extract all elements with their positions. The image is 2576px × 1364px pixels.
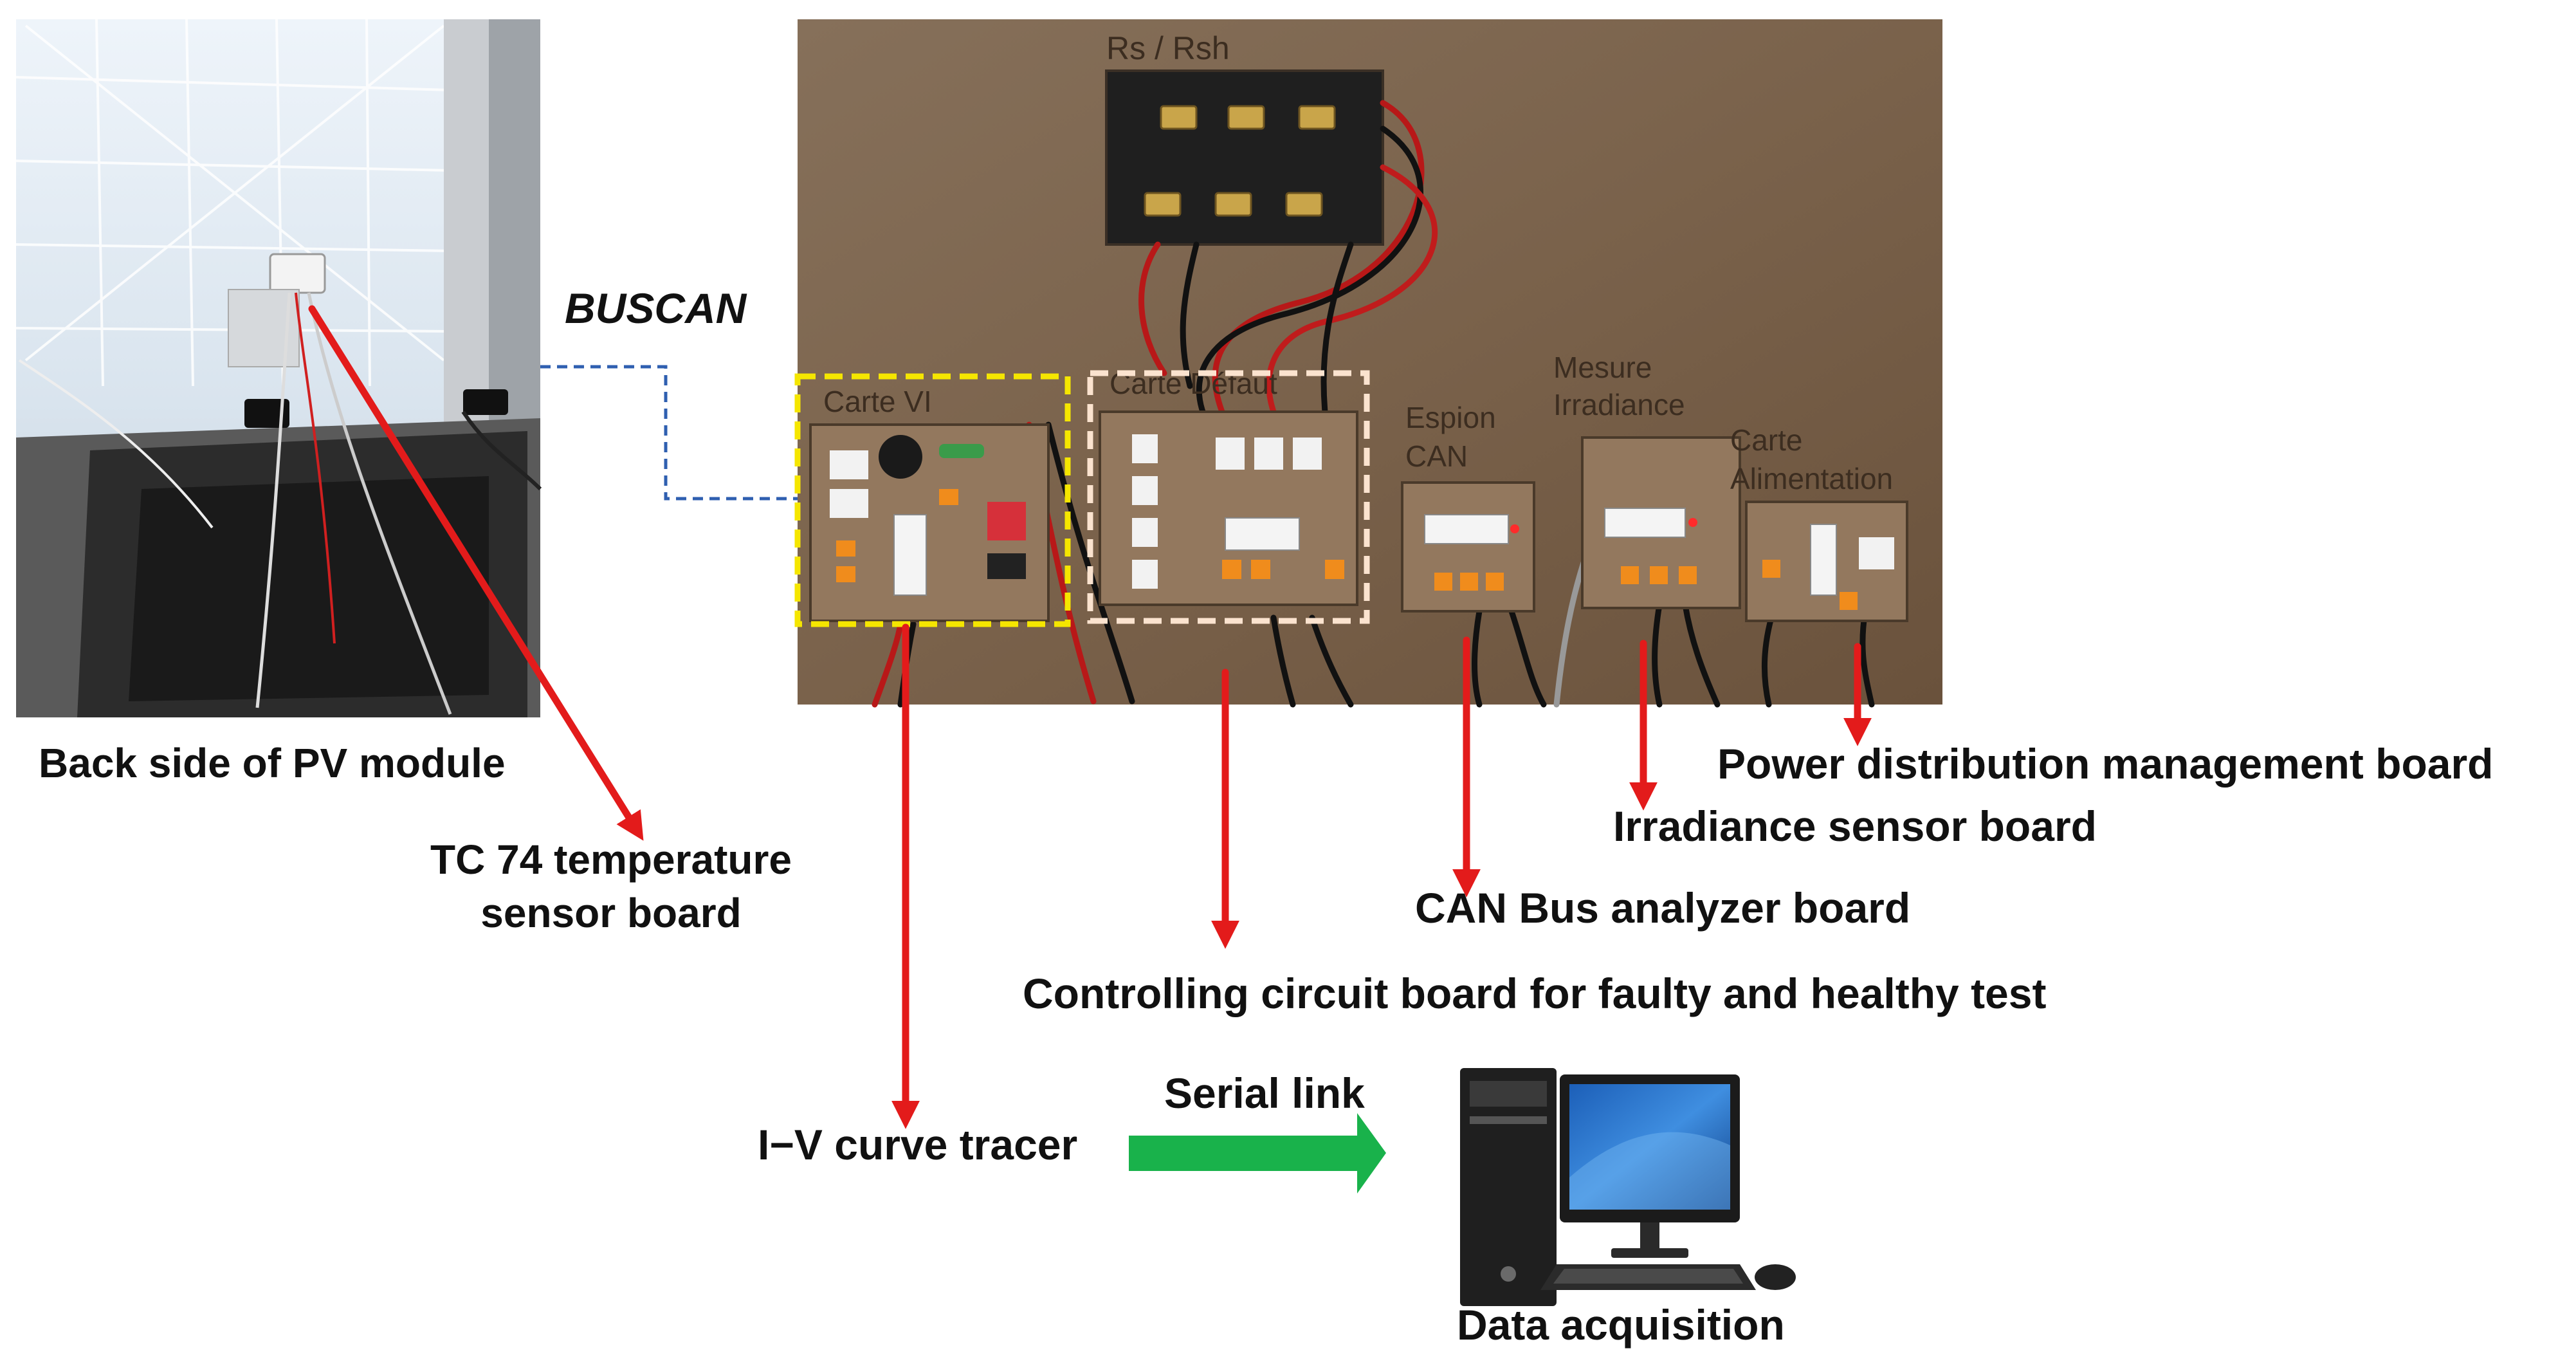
irradiance-board-label: Irradiance sensor board xyxy=(1613,802,2097,850)
arrow-to-tc74 xyxy=(308,305,644,841)
power-board-label: Power distribution management board xyxy=(1717,740,2494,788)
tc74-sensor-box xyxy=(269,253,326,294)
mesure-irradiance-silkscreen-2: Irradiance xyxy=(1553,388,1685,421)
buscan-label: BUSCAN xyxy=(565,284,747,332)
rs-rsh-silkscreen: Rs / Rsh xyxy=(1106,30,1230,66)
mesure-irradiance-silkscreen-1: Mesure xyxy=(1553,351,1652,384)
tc74-label-line1: TC 74 temperature xyxy=(430,836,792,883)
carte-defaut-silkscreen: Carte Défaut xyxy=(1110,367,1277,400)
carte-vi-silkscreen: Carte VI xyxy=(823,385,932,418)
controlling-board-label: Controlling circuit board for faulty and… xyxy=(1023,970,2047,1017)
espion-can-board: Espion CAN xyxy=(1401,401,1535,613)
carte-alimentation-silkscreen-1: Carte xyxy=(1730,423,1802,457)
serial-link-label: Serial link xyxy=(1164,1069,1365,1117)
can-analyzer-label: CAN Bus analyzer board xyxy=(1415,884,1911,932)
callout-arrows xyxy=(308,305,1872,1129)
pv-module-label: Back side of PV module xyxy=(39,740,506,786)
mouse xyxy=(1755,1264,1796,1290)
iv-tracer-label: I−V curve tracer xyxy=(758,1121,1078,1168)
carte-defaut-highlight xyxy=(1087,370,1370,624)
data-acquisition-label: Data acquisition xyxy=(1457,1301,1785,1349)
carte-alimentation-silkscreen-2: Alimentation xyxy=(1730,462,1893,495)
electronics-panel-photo: Rs / Rsh xyxy=(794,19,1942,708)
espion-can-silkscreen-1: Espion xyxy=(1405,401,1496,434)
carte-vi-board: Carte VI xyxy=(809,385,1050,622)
carte-alimentation-board: Carte Alimentation xyxy=(1730,423,1908,622)
rs-rsh-board: Rs / Rsh xyxy=(1105,30,1384,246)
pv-module-photo xyxy=(15,19,542,717)
computer-icon xyxy=(1460,1068,1796,1306)
buscan-dashed-link xyxy=(540,365,798,501)
tc74-label: TC 74 temperature sensor board xyxy=(373,835,849,938)
serial-link-arrow xyxy=(1129,1113,1386,1194)
espion-can-silkscreen-2: CAN xyxy=(1405,439,1468,473)
panel-wires xyxy=(872,100,1875,708)
tc74-label-line2: sensor board xyxy=(480,889,742,936)
monitor-screen xyxy=(1569,1084,1730,1210)
carte-defaut-board: Carte Défaut xyxy=(1099,367,1358,606)
mesure-irradiance-board: Mesure Irradiance xyxy=(1553,351,1741,609)
carte-vi-highlight xyxy=(794,373,1071,627)
